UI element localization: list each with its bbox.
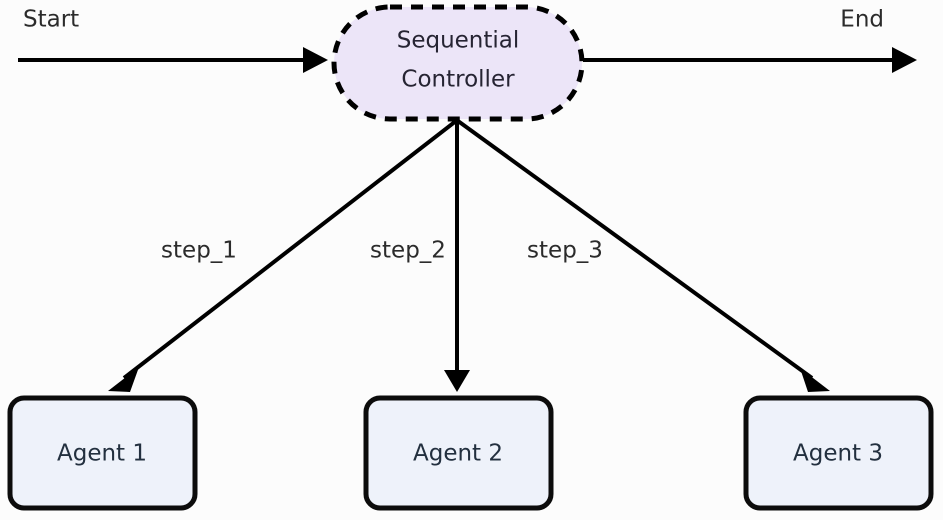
agent-1-label: Agent 1: [57, 441, 147, 467]
agent-3-shape: [743, 395, 934, 511]
end-label: End: [840, 7, 884, 33]
edge-controller-to-agent-1: [108, 119, 458, 392]
edge-controller-to-agent-3: [456, 119, 830, 392]
step-3-edge-line: [456, 119, 814, 380]
edge-label-step-3: step_3: [527, 238, 603, 264]
step-1-edge-line: [122, 119, 458, 380]
agent-1-shape: [7, 395, 198, 511]
edge-label-step-2: step_2: [370, 238, 446, 264]
controller-label-line-1: Sequential: [397, 28, 520, 54]
controller-label-line-2: Controller: [401, 67, 515, 93]
edge-controller-to-agent-2: [444, 121, 470, 392]
edge-start-to-controller: [18, 47, 328, 73]
node-agent-1[interactable]: Agent 1: [7, 395, 198, 511]
agent-3-label: Agent 3: [793, 441, 883, 467]
node-agent-2[interactable]: Agent 2: [363, 395, 554, 511]
end-arrowhead-icon: [892, 47, 917, 73]
step-2-arrowhead-icon: [444, 370, 470, 392]
start-arrowhead-icon: [303, 47, 328, 73]
controller-shape: [331, 4, 585, 122]
start-label: Start: [23, 7, 79, 33]
node-agent-3[interactable]: Agent 3: [743, 395, 934, 511]
agent-2-label: Agent 2: [413, 441, 503, 467]
step-3-arrowhead-icon: [800, 368, 830, 392]
edge-controller-to-end: [583, 47, 917, 73]
node-sequential-controller[interactable]: Sequential Controller: [331, 4, 585, 122]
agent-2-shape: [363, 395, 554, 511]
step-1-arrowhead-icon: [108, 367, 139, 392]
edge-label-step-1: step_1: [161, 238, 237, 264]
